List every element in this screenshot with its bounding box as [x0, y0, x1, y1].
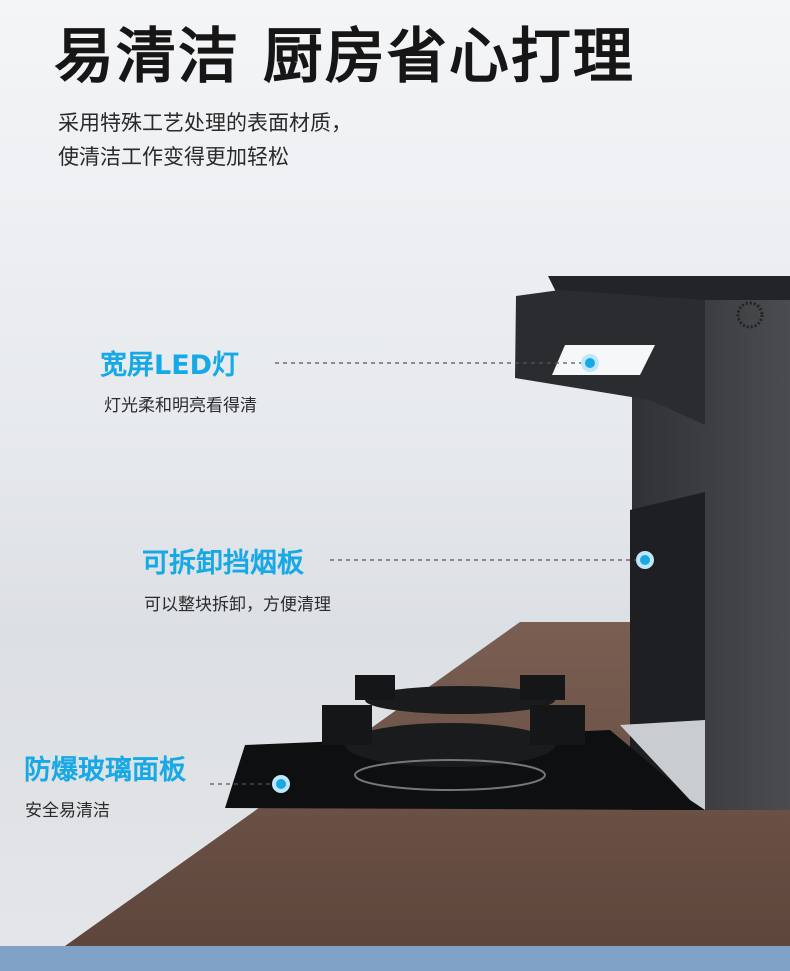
feature-glass-title: 防爆玻璃面板	[24, 755, 186, 786]
feature-led-title: 宽屏LED灯	[100, 350, 240, 381]
feature-baffle-title: 可拆卸挡烟板	[142, 548, 304, 579]
feature-led-desc: 灯光柔和明亮看得清	[104, 396, 257, 416]
subtitle-line-1: 采用特殊工艺处理的表面材质，	[58, 111, 352, 135]
bottom-bar	[0, 946, 790, 971]
gas-stove	[225, 675, 705, 810]
callout-lines	[210, 362, 644, 785]
callout-dots	[272, 354, 654, 793]
led-light-strip	[552, 345, 655, 375]
headline: 易清洁 厨房省心打理	[54, 22, 635, 92]
subtitle-line-2: 使清洁工作变得更加轻松	[58, 145, 289, 169]
feature-baffle-desc: 可以整块拆卸，方便清理	[144, 595, 331, 615]
speaker-grille	[736, 301, 764, 329]
feature-glass-desc: 安全易清洁	[25, 801, 110, 821]
